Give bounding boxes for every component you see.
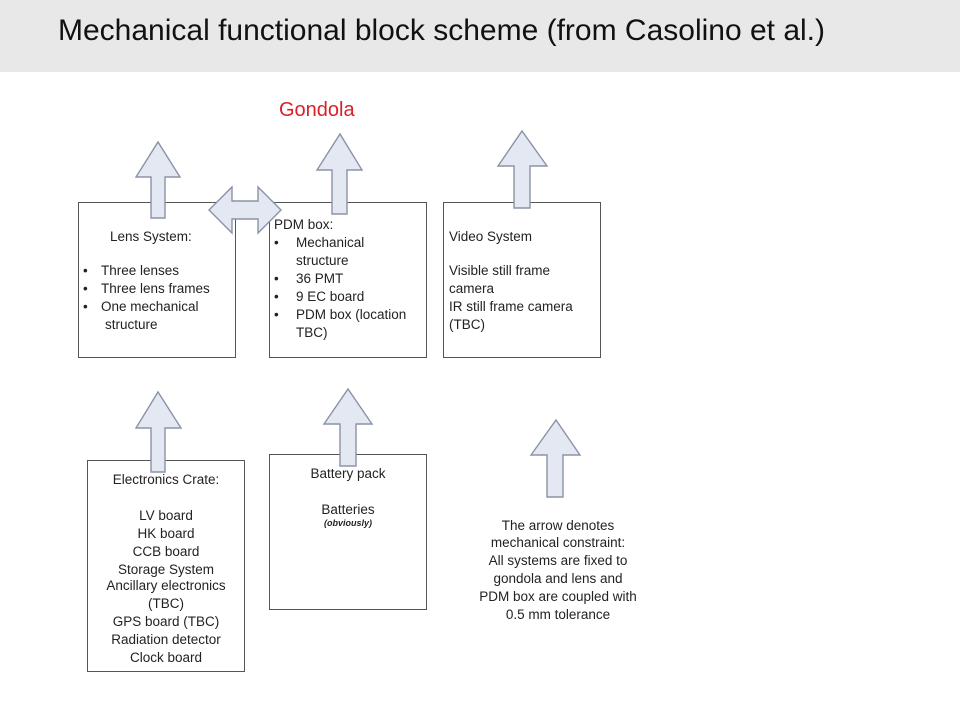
legend-line: PDM box are coupled with	[479, 589, 637, 604]
pdm-item: 36 PMT	[296, 271, 344, 286]
legend-line: 0.5 mm tolerance	[505, 607, 611, 622]
bullet-icon: •	[274, 235, 279, 250]
pdm-item: PDM box (location	[296, 307, 407, 322]
battery-line: Batteries	[321, 502, 375, 517]
lens-system-box: Lens System: Three lenses Three lens fra…	[78, 202, 236, 358]
up-arrow-icon	[134, 140, 182, 219]
video-line: (TBC)	[449, 317, 485, 332]
video-system-title: Video System	[449, 229, 533, 244]
pdm-item: TBC)	[296, 325, 328, 340]
pdm-box-title: PDM box:	[274, 217, 334, 232]
electronics-line: CCB board	[132, 544, 200, 559]
video-line: IR still frame camera	[449, 299, 573, 314]
legend-line: The arrow denotes	[501, 518, 615, 533]
page-title: Mechanical functional block scheme (from…	[58, 14, 826, 47]
up-arrow-icon	[322, 387, 374, 467]
pdm-item: 9 EC board	[296, 289, 365, 304]
legend-line: gondola and lens and	[493, 571, 623, 586]
electronics-line: Clock board	[129, 650, 203, 665]
legend-line: All systems are fixed to	[488, 553, 628, 568]
up-arrow-icon	[496, 129, 549, 209]
electronics-line: (TBC)	[148, 596, 184, 611]
electronics-line: GPS board (TBC)	[112, 614, 220, 629]
electronics-line: Storage System	[117, 562, 215, 577]
up-arrow-icon	[529, 418, 582, 498]
video-line: Visible still frame	[449, 263, 551, 278]
double-arrow-icon	[208, 185, 282, 235]
pdm-box: PDM box: • Mechanical structure • 36 PMT…	[269, 202, 427, 358]
bullet-icon: •	[274, 289, 279, 304]
battery-pack-title: Battery pack	[310, 466, 386, 481]
electronics-line: Radiation detector	[111, 632, 221, 647]
lens-item: One mechanical	[79, 298, 210, 316]
bullet-icon: •	[274, 307, 279, 322]
pdm-item: Mechanical	[296, 235, 365, 250]
title-bar: Mechanical functional block scheme (from…	[0, 0, 960, 72]
bullet-icon: •	[274, 271, 279, 286]
lens-item: Three lens frames	[79, 280, 210, 298]
pdm-item: structure	[296, 253, 349, 268]
electronics-line: HK board	[137, 526, 195, 541]
up-arrow-icon	[315, 132, 364, 215]
lens-system-title: Lens System:	[110, 229, 192, 244]
battery-pack-box: Battery pack Batteries (obviously)	[269, 454, 427, 610]
video-system-box: Video System Visible still frame camera …	[443, 202, 601, 358]
electronics-crate-title: Electronics Crate:	[112, 472, 220, 487]
legend-line: mechanical constraint:	[490, 535, 626, 550]
electronics-crate-box: Electronics Crate: LV board HK board CCB…	[87, 460, 245, 672]
lens-item: Three lenses	[79, 262, 210, 280]
battery-note: (obviously)	[323, 518, 372, 528]
electronics-line: LV board	[139, 508, 193, 523]
gondola-label: Gondola	[279, 99, 355, 121]
lens-item-continued: structure	[105, 317, 158, 332]
up-arrow-icon	[134, 390, 183, 473]
electronics-line: Ancillary electronics	[106, 578, 226, 593]
video-line: camera	[449, 281, 495, 296]
lens-system-list: Three lenses Three lens frames One mecha…	[79, 262, 210, 316]
